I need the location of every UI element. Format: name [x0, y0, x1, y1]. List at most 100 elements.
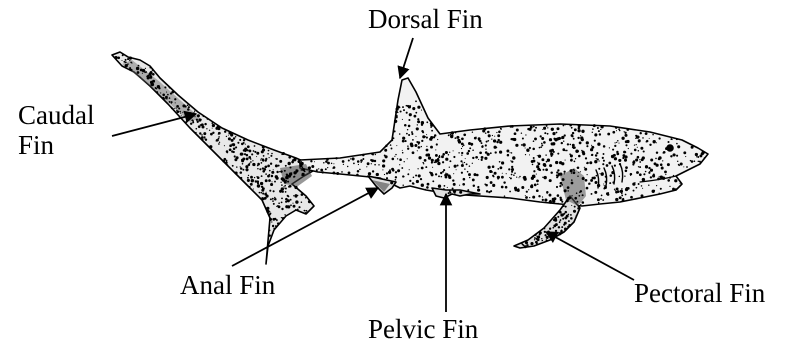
stipple-dot: [544, 176, 547, 179]
stipple-dot: [487, 131, 490, 134]
stipple-dot: [407, 145, 409, 147]
stipple-dot: [544, 164, 547, 167]
stipple-dot: [121, 60, 122, 61]
stipple-dot: [428, 156, 431, 159]
stipple-dot: [617, 190, 620, 193]
stipple-dot: [626, 187, 628, 189]
stipple-dot: [421, 110, 422, 111]
stipple-dot: [279, 160, 282, 163]
stipple-dot: [176, 108, 177, 109]
stipple-dot: [558, 210, 560, 212]
stipple-dot: [538, 195, 540, 197]
stipple-dot: [388, 171, 391, 174]
stipple-dot: [167, 94, 169, 96]
stipple-dot: [594, 160, 597, 163]
stipple-dot: [437, 162, 440, 165]
stipple-dot: [137, 71, 140, 74]
stipple-dot: [683, 166, 684, 167]
stipple-dot: [180, 113, 181, 114]
stipple-dot: [125, 61, 127, 63]
stipple-dot: [669, 186, 670, 187]
stipple-dot: [204, 123, 206, 125]
stipple-dot: [514, 188, 517, 191]
stipple-dot: [204, 136, 206, 138]
stipple-dot: [541, 144, 543, 146]
stipple-dot: [596, 175, 598, 177]
stipple-dot: [565, 206, 567, 208]
stipple-dot: [525, 154, 526, 155]
stipple-dot: [511, 161, 513, 163]
stipple-dot: [209, 145, 212, 148]
stipple-dot: [242, 163, 244, 165]
stipple-dot: [202, 126, 205, 129]
stipple-dot: [375, 154, 376, 155]
stipple-dot: [488, 134, 489, 135]
stipple-dot: [486, 141, 488, 143]
stipple-dot: [244, 153, 246, 155]
stipple-dot: [402, 150, 403, 151]
stipple-dot: [615, 198, 618, 201]
stipple-dot: [408, 119, 410, 121]
stipple-dot: [660, 163, 663, 166]
stipple-dot: [234, 155, 236, 157]
stipple-dot: [395, 111, 398, 114]
stipple-dot: [552, 227, 554, 229]
stipple-dot: [182, 112, 183, 113]
stipple-dot: [117, 61, 118, 62]
stipple-dot: [420, 178, 422, 180]
stipple-dot: [612, 181, 614, 183]
stipple-dot: [501, 186, 504, 189]
stipple-dot: [382, 164, 385, 167]
stipple-dot: [259, 168, 261, 170]
stipple-dot: [269, 157, 270, 158]
stipple-dot: [396, 145, 397, 146]
stipple-dot: [454, 193, 456, 195]
stipple-dot: [212, 132, 214, 134]
stipple-dot: [295, 200, 298, 203]
stipple-dot: [359, 169, 361, 171]
stipple-dot: [174, 98, 176, 100]
stipple-dot: [490, 170, 491, 171]
stipple-dot: [362, 158, 364, 160]
stipple-dot: [569, 197, 571, 199]
stipple-dot: [201, 136, 204, 139]
stipple-dot: [564, 173, 565, 174]
stipple-dot: [504, 195, 506, 197]
stipple-dot: [625, 170, 628, 173]
stipple-dot: [482, 145, 484, 147]
stipple-dot: [435, 161, 437, 163]
stipple-dot: [262, 167, 264, 169]
stipple-dot: [243, 139, 245, 141]
stipple-dot: [382, 169, 383, 170]
stipple-dot: [636, 171, 639, 174]
stipple-dot: [394, 130, 396, 132]
stipple-dot: [293, 205, 296, 208]
stipple-dot: [600, 173, 601, 174]
stipple-dot: [625, 166, 628, 169]
stipple-dot: [595, 181, 598, 184]
stipple-dot: [658, 137, 660, 139]
stipple-dot: [170, 93, 172, 95]
stipple-dot: [271, 153, 273, 155]
stipple-dot: [269, 230, 271, 232]
stipple-dot: [579, 127, 580, 128]
stipple-dot: [230, 133, 233, 136]
stipple-dot: [608, 162, 611, 165]
stipple-dot: [467, 189, 469, 191]
stipple-dot: [440, 172, 442, 174]
stipple-dot: [264, 193, 267, 196]
stipple-dot: [619, 163, 621, 165]
stipple-dot: [407, 148, 409, 150]
stipple-dot: [625, 141, 627, 143]
stipple-dot: [399, 164, 400, 165]
stipple-dot: [404, 161, 405, 162]
stipple-dot: [614, 157, 617, 160]
stipple-dot: [570, 159, 573, 162]
stipple-dot: [243, 142, 245, 144]
stipple-dot: [603, 153, 605, 155]
stipple-dot: [646, 141, 648, 143]
stipple-dot: [625, 144, 627, 146]
stipple-dot: [142, 73, 143, 74]
stipple-dot: [530, 126, 533, 129]
stipple-dot: [415, 100, 417, 102]
